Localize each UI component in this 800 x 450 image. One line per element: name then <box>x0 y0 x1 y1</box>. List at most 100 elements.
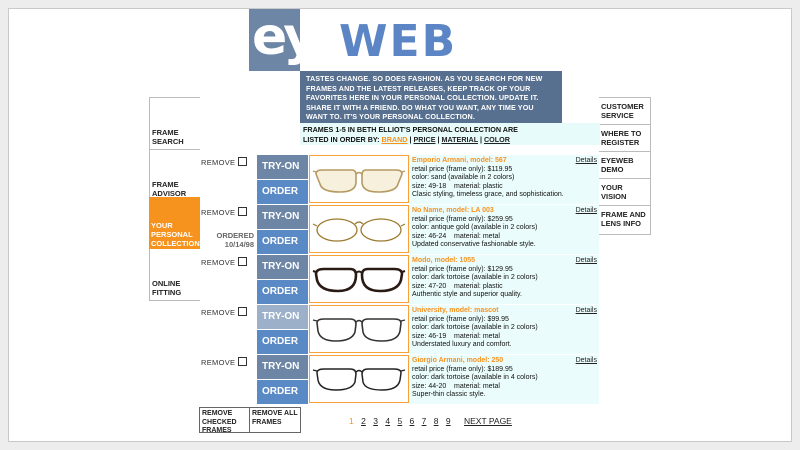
frame-size: size: 49-18 <box>412 182 447 190</box>
page-link-6[interactable]: 6 <box>409 416 415 426</box>
remove-label: REMOVE <box>201 258 236 267</box>
frame-material: material: metal <box>454 232 500 240</box>
sort-separator: | <box>409 134 412 144</box>
glasses-icon <box>312 169 406 193</box>
page-link-8[interactable]: 8 <box>433 416 439 426</box>
next-page-link[interactable]: NEXT PAGE <box>463 416 512 426</box>
nav-label: WHERE TO REGISTER <box>601 129 642 147</box>
frame-description: Updated conservative fashionable style. <box>412 241 536 249</box>
remove-all-frames-button[interactable]: REMOVE ALL FRAMES <box>249 407 301 433</box>
order-button[interactable]: ORDER <box>257 380 308 404</box>
sort-by-material-link[interactable]: MATERIAL <box>441 134 478 144</box>
order-button[interactable]: ORDER <box>257 280 308 304</box>
details-link[interactable]: Details <box>575 357 597 364</box>
remove-checked-frames-button[interactable]: REMOVE CHECKED FRAMES <box>199 407 249 434</box>
frame-image[interactable] <box>309 255 409 303</box>
try-on-button[interactable]: TRY-ON <box>257 205 308 229</box>
frame-image[interactable] <box>309 305 409 353</box>
nav-online-fitting[interactable]: ONLINE FITTING <box>149 249 200 301</box>
details-link[interactable]: Details <box>575 307 597 314</box>
frame-size: size: 46-19 <box>412 332 447 340</box>
details-link[interactable]: Details <box>575 207 597 214</box>
frame-price: retail price (frame only): $99.95 <box>412 315 509 323</box>
frame-material: material: metal <box>454 332 500 340</box>
nav-eyeweb-demo[interactable]: EYEWEB DEMO <box>599 151 651 178</box>
page-link-9[interactable]: 9 <box>445 416 451 426</box>
frame-model[interactable]: No Name, model: LA 003 <box>412 207 494 214</box>
page-link-4[interactable]: 4 <box>385 416 391 426</box>
remove-checkbox[interactable] <box>238 357 248 366</box>
collection-header-line2: LISTED IN ORDER BY: BRAND | PRICE | MATE… <box>303 135 600 145</box>
collection-header-line1: FRAMES 1-5 IN BETH ELLIOT'S PERSONAL COL… <box>303 125 518 134</box>
frame-size: size: 46-24 <box>412 232 447 240</box>
try-on-button[interactable]: TRY-ON <box>257 255 308 279</box>
nav-your-personal-collection[interactable]: YOUR PERSONAL COLLECTION <box>149 197 200 249</box>
remove-checkbox[interactable] <box>238 307 248 316</box>
frame-size-material: size: 44-20 material: metal <box>412 383 599 392</box>
nav-label: YOUR PERSONAL COLLECTION <box>151 221 200 248</box>
remove-checkbox[interactable] <box>238 207 248 216</box>
sort-by-color-link[interactable]: COLOR <box>483 134 510 144</box>
frame-info: Emporio Armani, model: 567 retail price … <box>409 155 599 204</box>
frame-image[interactable] <box>309 355 409 403</box>
nav-frame-and-lens-info[interactable]: FRAME AND LENS INFO <box>599 205 651 235</box>
frame-color: color: dark tortoise (available in 2 col… <box>412 324 538 332</box>
frame-model[interactable]: University, model: mascot <box>412 307 499 314</box>
sort-by-price-link[interactable]: PRICE <box>413 134 436 144</box>
frame-image[interactable] <box>309 205 409 253</box>
tagline: TASTES CHANGE. SO DOES FASHION. AS YOU S… <box>300 71 562 123</box>
sort-separator: | <box>479 134 482 144</box>
glasses-icon <box>312 218 406 242</box>
nav-label: CUSTOMER SERVICE <box>601 102 644 120</box>
frame-description: Super-thin classic style. <box>412 391 486 399</box>
nav-where-to-register[interactable]: WHERE TO REGISTER <box>599 124 651 151</box>
nav-frame-advisor[interactable]: FRAME ADVISOR <box>149 149 200 198</box>
try-on-button[interactable]: TRY-ON <box>257 155 308 179</box>
frame-material: material: plastic <box>454 182 503 190</box>
remove-label: REMOVE <box>201 208 236 217</box>
nav-customer-service[interactable]: CUSTOMER SERVICE <box>599 97 651 124</box>
logo-part-e: e <box>313 8 348 67</box>
frame-color: color: dark tortoise (available in 2 col… <box>412 274 538 282</box>
remove-checkbox[interactable] <box>238 257 248 266</box>
frame-price: retail price (frame only): $189.95 <box>412 365 513 373</box>
logo-web-text: WEB <box>339 16 458 67</box>
frame-color: color: dark tortoise (available in 4 col… <box>412 374 538 382</box>
page-link-3[interactable]: 3 <box>373 416 378 426</box>
details-link[interactable]: Details <box>575 157 597 164</box>
try-on-button[interactable]: TRY-ON <box>257 305 308 329</box>
frame-price: retail price (frame only): $119.95 <box>412 165 513 173</box>
frame-color: color: antique gold (available in 2 colo… <box>412 224 538 232</box>
frame-size: size: 47-20 <box>412 282 447 290</box>
remove-checkbox[interactable] <box>238 157 248 166</box>
order-button[interactable]: ORDER <box>257 230 308 254</box>
page-link-2[interactable]: 2 <box>361 416 366 426</box>
remove-control: REMOVE <box>201 307 248 317</box>
page-link-5[interactable]: 5 <box>397 416 403 426</box>
order-button[interactable]: ORDER <box>257 330 308 354</box>
frame-model[interactable]: Emporio Armani, model: 567 <box>412 157 507 164</box>
page-link-1[interactable]: 1 <box>349 416 354 426</box>
remove-label: REMOVE <box>201 158 236 167</box>
nav-your-vision[interactable]: YOUR VISION <box>599 178 651 205</box>
nav-label: FRAME ADVISOR <box>152 180 187 198</box>
sort-by-brand-link[interactable]: BRAND <box>381 134 408 144</box>
nav-frame-search[interactable]: FRAME SEARCH <box>149 97 200 149</box>
page-link-7[interactable]: 7 <box>421 416 427 426</box>
ordered-label: ORDERED <box>216 231 254 240</box>
try-on-button[interactable]: TRY-ON <box>257 355 308 379</box>
frame-model[interactable]: Giorgio Armani, model: 250 <box>412 357 504 364</box>
frame-size: size: 44-20 <box>412 382 447 390</box>
remove-control: REMOVE <box>201 207 248 217</box>
frame-image[interactable] <box>309 155 409 203</box>
frame-material: material: plastic <box>454 282 503 290</box>
details-link[interactable]: Details <box>575 257 597 264</box>
logo-mark: eye <box>252 8 348 67</box>
frame-model[interactable]: Modo, model: 1055 <box>412 257 476 264</box>
frame-price: retail price (frame only): $259.95 <box>412 215 513 223</box>
order-button[interactable]: ORDER <box>257 180 308 204</box>
page-frame: eye WEB TASTES CHANGE. SO DOES FASHION. … <box>8 8 792 442</box>
remove-control: REMOVE <box>201 257 248 267</box>
